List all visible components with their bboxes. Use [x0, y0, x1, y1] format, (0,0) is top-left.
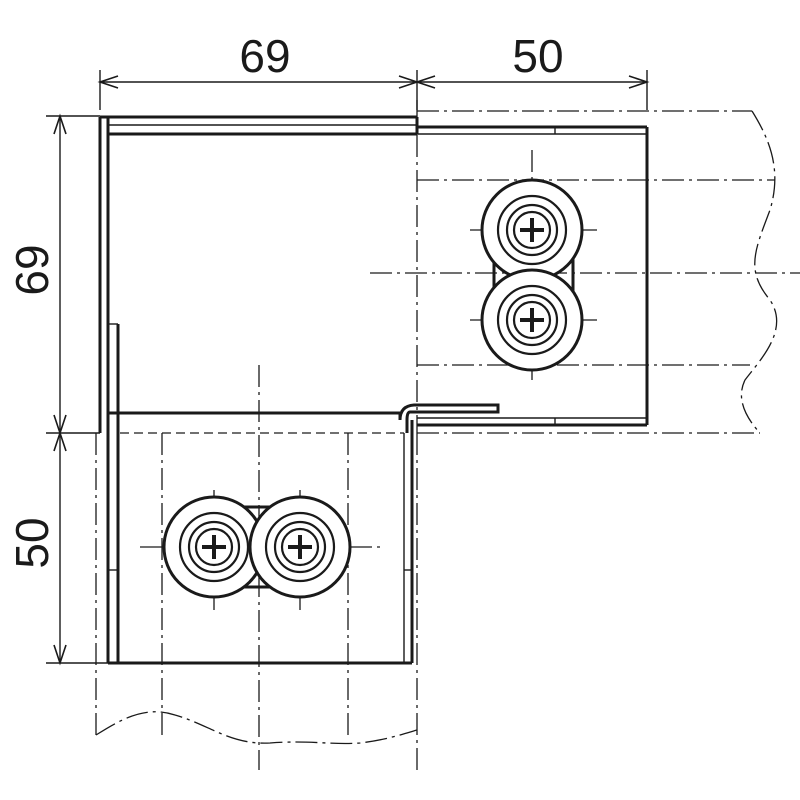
dimension-label-50-top: 50	[512, 30, 563, 82]
dimension-top-69: 69	[97, 30, 420, 110]
dimension-left-50: 50	[6, 430, 108, 666]
dimension-left-69: 69	[6, 113, 100, 436]
screw-lower-right	[248, 495, 352, 599]
screw-pair-upper	[470, 150, 600, 380]
dimension-top-50: 50	[414, 30, 650, 110]
screw-upper-top	[480, 178, 584, 282]
connector-body	[98, 115, 649, 665]
dimension-label-50-left: 50	[6, 517, 58, 568]
dimension-label-69-top: 69	[239, 30, 290, 82]
screw-upper-bottom	[480, 268, 584, 372]
phantom-extension-right	[370, 110, 800, 434]
dimension-label-69-left: 69	[6, 244, 58, 295]
screw-pair-lower	[140, 490, 380, 610]
